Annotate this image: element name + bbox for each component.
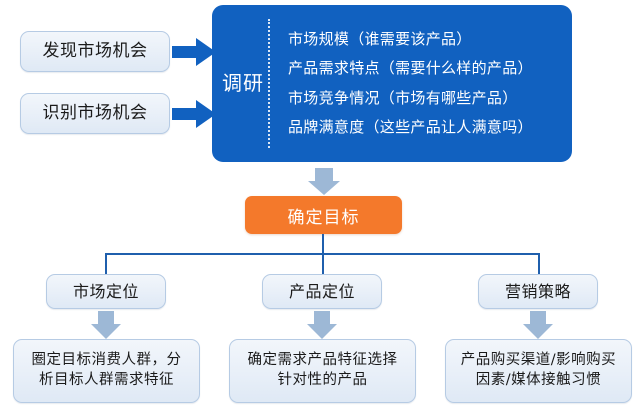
connector-goal-stem [322, 234, 324, 255]
arrow-down-icon [523, 311, 553, 339]
arrow-down-icon [308, 168, 340, 195]
branch-detail-product-positioning[interactable]: 确定需求产品特征选择针对性的产品 [229, 339, 416, 403]
branch-detail-marketing-strategy[interactable]: 产品购买渠道/影响购买因素/媒体接触习惯 [445, 339, 632, 403]
source-box-discover[interactable]: 发现市场机会 [20, 31, 170, 72]
arrow-right-icon [172, 38, 216, 66]
branch-title-marketing-strategy[interactable]: 营销策略 [478, 274, 598, 309]
research-item: 市场规模（谁需要该产品） [288, 30, 472, 48]
connector-branch-left [105, 253, 107, 276]
branch-detail-market-positioning[interactable]: 圈定目标消费人群，分析目标人群需求特征 [13, 339, 200, 403]
research-item: 市场竞争情况（市场有哪些产品） [288, 88, 518, 107]
arrow-down-icon [91, 311, 121, 339]
branch-title-label: 市场定位 [72, 281, 139, 301]
research-panel-divider [268, 19, 270, 148]
branch-title-label: 营销策略 [504, 281, 571, 301]
branch-title-market-positioning[interactable]: 市场定位 [46, 274, 166, 309]
source-box-identify[interactable]: 识别市场机会 [20, 93, 170, 134]
connector-branch-middle [322, 253, 324, 276]
goal-box-label: 确定目标 [287, 207, 360, 228]
branch-detail-label: 确定需求产品特征选择针对性的产品 [247, 352, 398, 388]
research-item: 产品需求特点（需要什么样的产品） [288, 59, 533, 78]
arrow-right-icon [172, 100, 216, 128]
branch-detail-label: 产品购买渠道/影响购买因素/媒体接触习惯 [460, 352, 617, 388]
research-item: 品牌满意度（这些产品让人满意吗） [288, 117, 533, 136]
branch-title-product-positioning[interactable]: 产品定位 [262, 274, 382, 309]
goal-box[interactable]: 确定目标 [245, 196, 402, 234]
branch-title-label: 产品定位 [288, 281, 355, 301]
arrow-down-icon [307, 311, 337, 339]
branch-detail-label: 圈定目标消费人群，分析目标人群需求特征 [31, 352, 182, 388]
research-panel[interactable]: 调研 市场规模（谁需要该产品） 产品需求特点（需要什么样的产品） 市场竞争情况（… [212, 5, 572, 162]
research-item-list: 市场规模（谁需要该产品） 产品需求特点（需要什么样的产品） 市场竞争情况（市场有… [270, 25, 572, 142]
connector-branch-right [538, 253, 540, 276]
source-box-discover-label: 发现市场机会 [42, 41, 148, 62]
source-box-identify-label: 识别市场机会 [42, 103, 148, 124]
research-panel-label: 调研 [222, 71, 264, 95]
